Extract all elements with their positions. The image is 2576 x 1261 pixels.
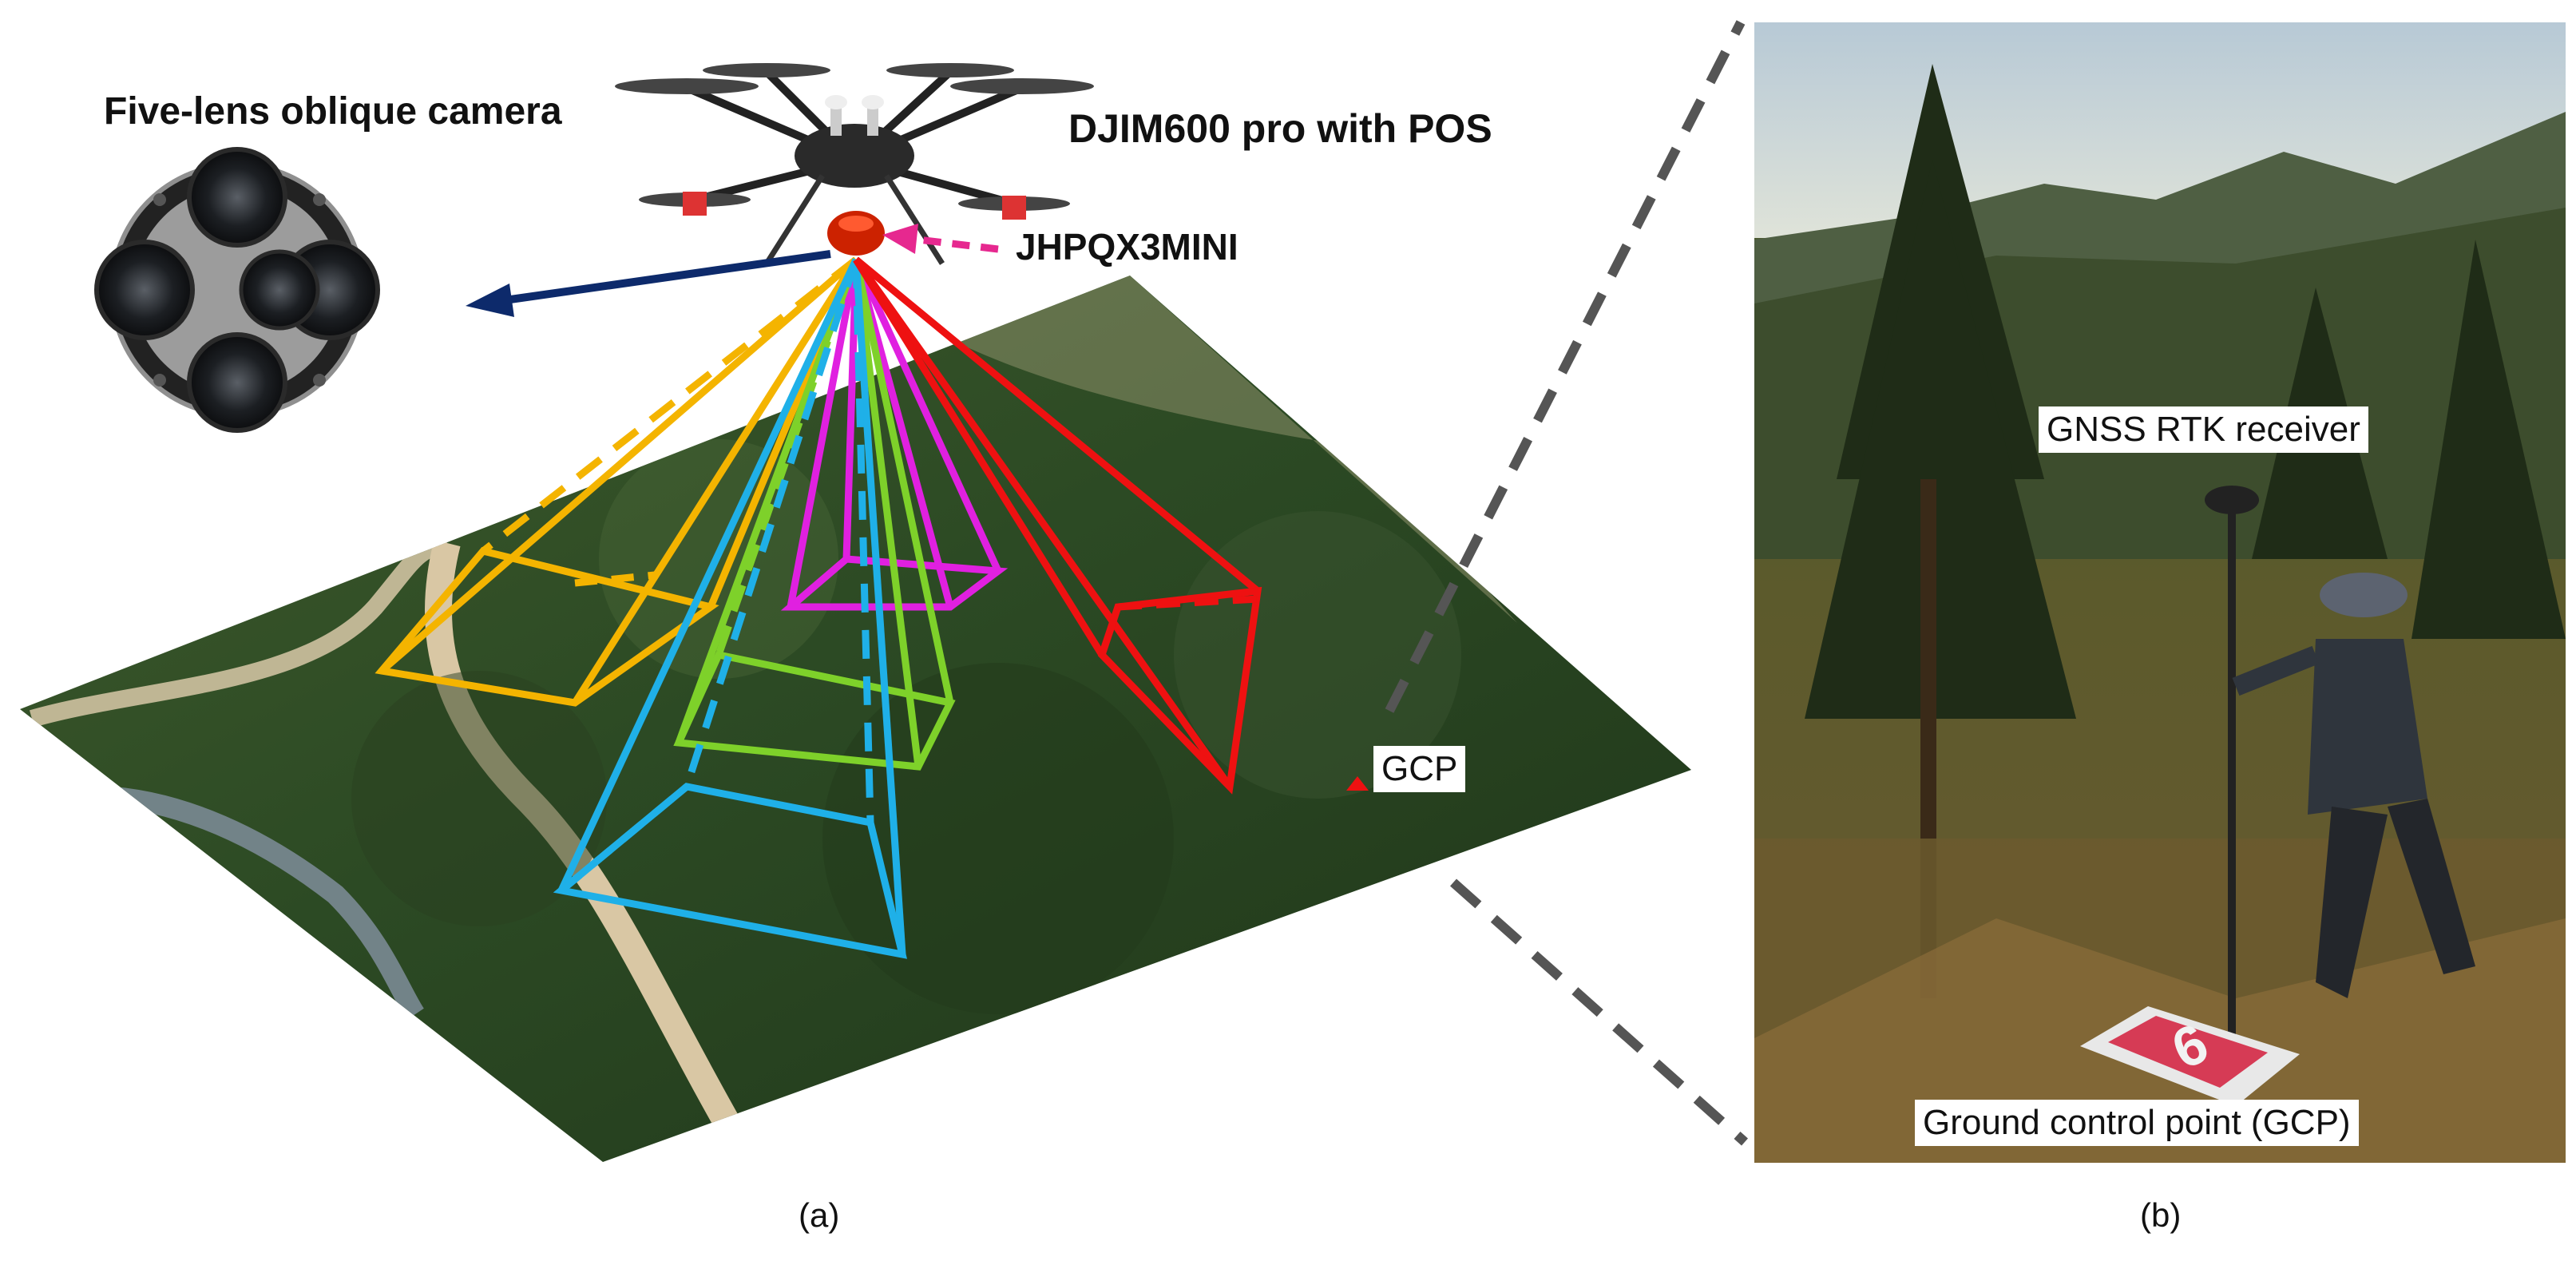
gcp-marker — [1346, 776, 1369, 791]
caption-a: (a) — [799, 1196, 840, 1234]
gnss-receiver-label: GNSS RTK receiver — [2039, 406, 2368, 453]
uav-label: DJIM600 pro with POS — [1068, 106, 1492, 151]
drone — [615, 63, 1094, 265]
five-lens-camera — [94, 147, 380, 433]
caption-b: (b) — [2140, 1196, 2182, 1234]
arrow-to-camera-model — [882, 224, 999, 254]
field-photo: 6 — [1754, 22, 2566, 1163]
camera-label: Five-lens oblique camera — [104, 90, 562, 133]
gcp-board: 6 — [2080, 1006, 2300, 1106]
gcp-label: GCP — [1373, 746, 1466, 792]
gcp-photo-label: Ground control point (GCP) — [1915, 1100, 2359, 1146]
arrow-to-camera — [466, 250, 831, 317]
surveyor — [2205, 486, 2475, 1054]
frustum-cyan — [553, 258, 908, 959]
zoom-connector-lines — [1385, 20, 1748, 1146]
frustum-red — [853, 256, 1262, 795]
camera-model-label: JHPQX3MINI — [1016, 226, 1238, 268]
